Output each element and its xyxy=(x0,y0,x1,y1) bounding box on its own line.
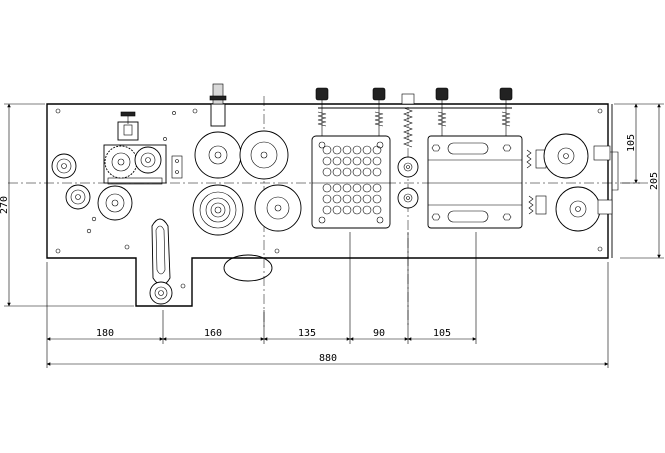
block-hole xyxy=(352,205,362,215)
block-hole xyxy=(342,183,352,193)
block-hole xyxy=(362,183,372,193)
block-hole xyxy=(342,167,352,177)
block-hole xyxy=(362,156,372,166)
block-hole xyxy=(362,145,372,155)
center-pulleys xyxy=(397,93,419,209)
swing-arm xyxy=(149,218,173,305)
dim-180: 180 xyxy=(96,328,114,339)
block-hole xyxy=(322,194,332,204)
block-hole xyxy=(332,194,342,204)
block-hole xyxy=(342,194,352,204)
block-hole xyxy=(372,194,382,204)
block-hole xyxy=(332,205,342,215)
block-hole xyxy=(372,205,382,215)
block-hole xyxy=(332,183,342,193)
block-hole xyxy=(362,205,372,215)
block-hole xyxy=(352,156,362,166)
block-hole xyxy=(322,205,332,215)
dim-105-right: 105 xyxy=(626,134,637,152)
dim-205: 205 xyxy=(649,172,660,190)
block-hole xyxy=(322,145,332,155)
dimensions: 180 160 135 90 105 880 270 105 205 xyxy=(0,103,664,368)
dim-880: 880 xyxy=(319,353,337,364)
output-rollers xyxy=(526,133,619,232)
left-rollers xyxy=(51,153,133,221)
block-hole xyxy=(342,205,352,215)
dim-160: 160 xyxy=(204,328,222,339)
right-block xyxy=(427,87,523,229)
dim-270: 270 xyxy=(0,196,10,214)
block-hole xyxy=(362,167,372,177)
block-hole xyxy=(322,156,332,166)
main-rollers xyxy=(192,83,302,282)
block-hole xyxy=(342,156,352,166)
block-hole xyxy=(332,145,342,155)
block-hole xyxy=(372,167,382,177)
straightener-block xyxy=(311,87,512,229)
block-hole xyxy=(322,183,332,193)
dim-90: 90 xyxy=(373,328,385,339)
block-hole xyxy=(352,194,362,204)
block-hole xyxy=(332,156,342,166)
block-hole xyxy=(352,167,362,177)
dim-135: 135 xyxy=(298,328,316,339)
block-hole xyxy=(352,183,362,193)
block-hole xyxy=(322,167,332,177)
block-hole xyxy=(362,194,372,204)
block-hole xyxy=(342,145,352,155)
block-hole xyxy=(372,156,382,166)
dim-105: 105 xyxy=(433,328,451,339)
gear-unit xyxy=(103,111,183,185)
block-hole xyxy=(372,183,382,193)
block-hole xyxy=(352,145,362,155)
block-hole xyxy=(332,167,342,177)
